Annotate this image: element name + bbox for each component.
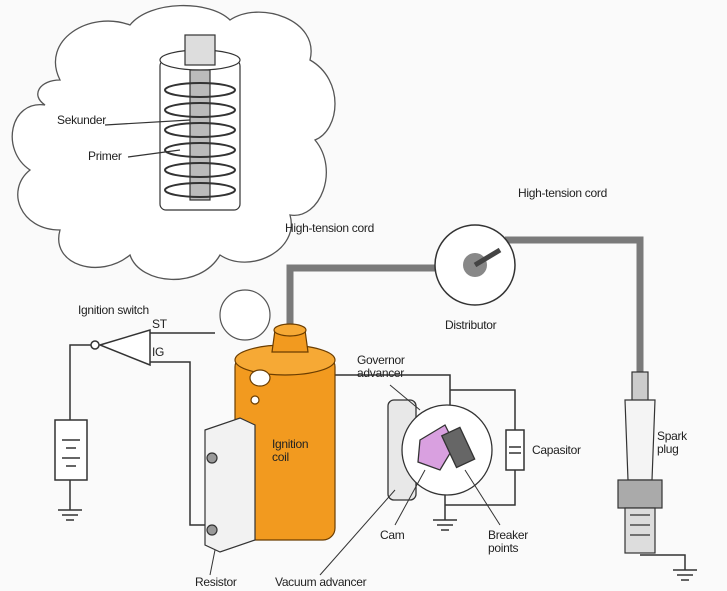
label-high-tension-cord-2: High-tension cord bbox=[518, 186, 607, 200]
label-capasitor: Capasitor bbox=[532, 443, 581, 457]
ground-symbols bbox=[58, 509, 697, 581]
label-ignition-coil: Ignition coil bbox=[272, 437, 309, 464]
label-primer: Primer bbox=[88, 149, 122, 163]
ignition-switch-symbol bbox=[90, 328, 151, 367]
label-resistor: Resistor bbox=[195, 575, 237, 589]
label-spark-plug: Spark plug bbox=[657, 429, 687, 456]
distributor-body bbox=[387, 399, 493, 501]
label-breaker-points: Breaker points bbox=[488, 528, 528, 555]
label-vacuum-advancer: Vacuum advancer bbox=[275, 575, 367, 589]
label-distributor: Distributor bbox=[445, 318, 497, 332]
high-tension-cord-to-distributor bbox=[286, 264, 440, 335]
distributor-cap bbox=[434, 224, 516, 306]
high-tension-cord-to-plug bbox=[505, 236, 644, 375]
callout-circle bbox=[219, 289, 271, 341]
label-ig: IG bbox=[152, 345, 165, 359]
coil-cutaway bbox=[104, 34, 241, 211]
label-st: ST bbox=[152, 317, 167, 331]
spark-plug bbox=[617, 371, 663, 554]
label-high-tension-cord-1: High-tension cord bbox=[285, 221, 374, 235]
primary-wiring bbox=[69, 332, 686, 570]
label-governor-advancer: Governor advancer bbox=[357, 353, 405, 380]
leader-lines bbox=[209, 384, 501, 576]
capacitor-symbol bbox=[505, 429, 525, 471]
resistor-box bbox=[204, 417, 256, 553]
label-sekunder: Sekunder bbox=[57, 113, 106, 127]
battery-symbol bbox=[54, 419, 88, 481]
label-cam: Cam bbox=[380, 528, 405, 542]
label-ignition-switch: Ignition switch bbox=[78, 303, 149, 317]
ignition-coil bbox=[234, 323, 336, 541]
